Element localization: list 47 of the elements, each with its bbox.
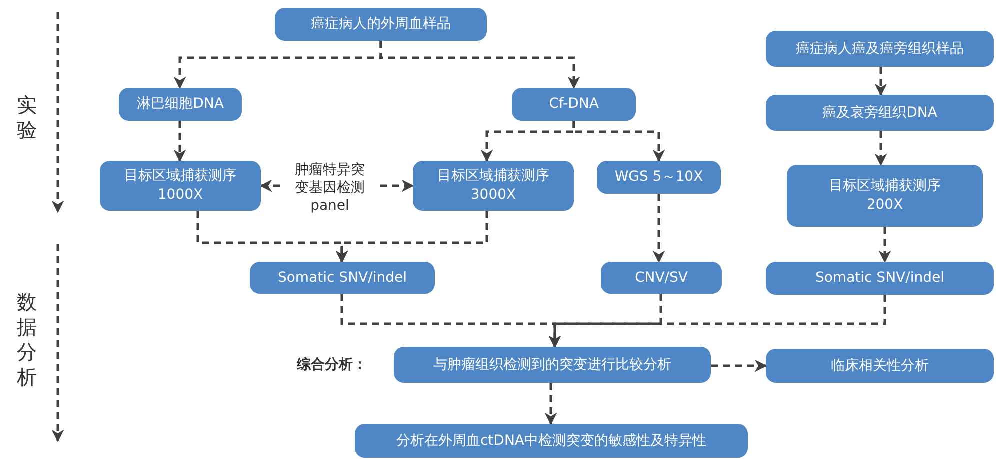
arrow (260, 180, 280, 192)
box-text: 癌及哀旁组织DNA (822, 104, 938, 122)
box-text: 癌症病人的外周血样品 (311, 15, 451, 34)
box-text: CNV/SV (634, 268, 688, 288)
process-box (766, 31, 994, 67)
process-box (275, 8, 487, 41)
box-text: 与肿瘤组织检测到的突变进行比较分析 (434, 356, 672, 374)
arrow (336, 211, 488, 264)
arrow (711, 360, 768, 372)
row-label: 综合分析： (297, 356, 367, 374)
box-text: 癌症病人癌及癌旁组织样品 (796, 40, 964, 58)
phase-label: 实验 (17, 93, 37, 143)
process-box (597, 161, 721, 194)
process-box (119, 88, 242, 121)
box-text: WGS 5～10X (614, 168, 704, 187)
arrow (174, 121, 186, 162)
note-text: 肿瘤特异突变基因检测panel (280, 158, 380, 218)
process-box (512, 88, 636, 121)
arrow (874, 67, 888, 96)
box-text: Somatic SNV/indel (278, 268, 407, 288)
box-text: 分析在外周血ctDNA中检测突变的敏感性及特异性 (396, 432, 707, 450)
phase-label: 数据分析 (17, 290, 37, 390)
process-box (601, 262, 722, 294)
arrow (380, 180, 414, 192)
process-box (766, 349, 994, 383)
process-box (355, 424, 748, 458)
process-box (766, 262, 994, 295)
arrow (572, 121, 666, 162)
box-text: Cf-DNA (549, 95, 599, 114)
box-text: 目标区域捕获测序200X (828, 177, 942, 215)
box-text: 淋巴细胞DNA (137, 95, 224, 114)
arrow (878, 227, 892, 264)
box-text: 目标区域捕获测序1000X (124, 167, 238, 205)
arrow (652, 194, 666, 264)
box-text: Somatic SNV/indel (815, 269, 944, 288)
arrow (874, 131, 888, 166)
process-box (250, 262, 435, 294)
process-box (766, 95, 994, 131)
arrow (544, 383, 558, 426)
process-box (394, 347, 711, 383)
arrow (380, 41, 580, 90)
process-box (787, 165, 983, 227)
box-text: 临床相关性分析 (831, 356, 929, 376)
process-box (413, 161, 574, 211)
arrow (548, 295, 886, 348)
box-text: 目标区域捕获测序3000X (436, 167, 550, 205)
process-box (100, 161, 261, 211)
